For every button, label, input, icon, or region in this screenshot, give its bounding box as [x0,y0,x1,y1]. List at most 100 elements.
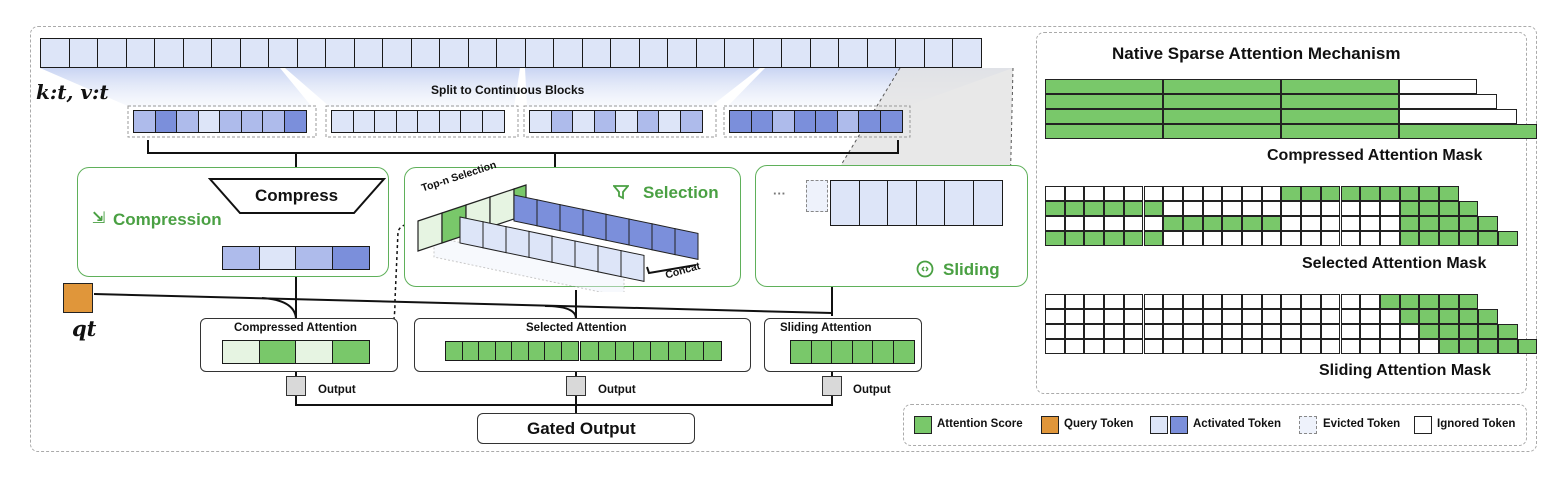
mask-sld-cell [1045,309,1065,324]
top-strip-cell [439,38,469,68]
mask-sel-cell [1143,216,1164,231]
mask-sld-cell [1360,339,1380,354]
mask-sld-cell [1143,294,1164,309]
mask-sld-cell [1163,324,1183,339]
top-strip-cell [952,38,982,68]
mask-sel-cell [1439,186,1459,201]
mask-sld-cell [1360,309,1380,324]
mask-sld-cell [1202,324,1223,339]
mask-sel-cell [1143,201,1164,216]
legend-activated-token-swatch-light [1150,416,1168,434]
mask-sld-cell [1478,324,1499,339]
mask-sld-cell [1182,324,1203,339]
top-strip-cell [866,38,897,68]
mask-sld-cell [1242,309,1262,324]
mask-sel-cell [1202,201,1223,216]
mask-sel-cell [1360,201,1380,216]
compressed-mask-block [1281,94,1399,109]
mask-panel-frame [1036,32,1527,394]
mask-sel-cell [1379,201,1400,216]
mask-sel-cell [1084,186,1105,201]
mask-sel-cell [1242,216,1262,231]
top-strip-cell [667,38,697,68]
mask-sld-cell [1340,339,1361,354]
mask-sld-cell [1123,324,1144,339]
output-square-1 [286,376,306,396]
mask-sel-cell [1439,231,1459,246]
mask-sld-cell [1340,294,1361,309]
mask-sel-cell [1399,186,1420,201]
sliding-window-icon [916,260,934,278]
mask-sel-cell [1182,231,1203,246]
mask-sel-cell [1419,201,1439,216]
blk3-cell [658,110,681,133]
sa-strip1-cell [560,341,579,361]
blk4-cell [815,110,838,133]
legend-ignored-token: Ignored Token [1437,418,1516,430]
mechanism-title: Native Sparse Attention Mechanism [1112,44,1401,63]
top-strip-cell [239,38,270,68]
mask-sel-cell [1360,216,1380,231]
mask-sel-cell [1301,201,1321,216]
mask-sel-cell [1399,216,1420,231]
fan-3 [525,68,760,107]
selected-block-cell [582,208,607,241]
compression-label: Compression [113,210,222,229]
compressed-mask-block [1045,79,1163,94]
top-strip-cell [68,38,99,68]
blk4-cell [793,110,817,133]
blk2-cell [417,110,440,133]
selected-block-cell [551,235,576,268]
fan-1 [40,68,312,107]
blk3-cell [529,110,552,133]
output-label-1: Output [318,384,356,396]
mask-sel-cell [1104,231,1124,246]
mask-sel-cell [1281,201,1302,216]
mask-sel-cell [1084,201,1105,216]
mask-sel-cell [1419,216,1439,231]
mask-sel-cell [1478,231,1499,246]
mask-sel-cell [1064,231,1085,246]
compressed-mask-block [1399,79,1477,94]
mask-sld-cell [1222,309,1242,324]
compressed-mask-block [1163,79,1281,94]
mask-sld-cell [1301,309,1321,324]
sliding-label: Sliding [943,260,1000,279]
mask-sel-cell [1045,231,1065,246]
cmp-out-cell [222,246,260,270]
sld-strip-cell [887,180,917,226]
compress-trapezoid [208,178,386,214]
cmp-out-cell [331,246,370,270]
selection-label: Selection [643,183,719,202]
blk3-cell [572,110,595,133]
mask-sld-cell [1458,339,1479,354]
top-strip-cell [182,38,213,68]
mask-sld-cell [1281,339,1302,354]
blk2-cell [438,110,462,133]
mask-sld-cell [1163,309,1183,324]
mask-sel-cell [1340,186,1361,201]
blk4-cell [750,110,774,133]
top-strip-cell [838,38,868,68]
mask-sld-cell [1242,324,1262,339]
blk3-cell [593,110,617,133]
sa-strip2-cell [615,341,634,361]
mask-sld-cell [1360,324,1380,339]
sld-strip-cell [858,180,889,226]
mask-sld-cell [1478,309,1499,324]
selected-block-cell [482,221,507,254]
kv-label: k:t, v:t [36,80,109,104]
mask-sld-cell [1163,339,1183,354]
split-label: Split to Continuous Blocks [431,83,585,97]
mask-sld-cell [1084,324,1105,339]
output-label-3: Output [853,384,891,396]
compress-arrows-icon: ⇲ [92,210,106,227]
mask-sel-cell [1064,201,1085,216]
mask-sld-cell [1104,294,1124,309]
sa-strip1-cell [445,341,463,361]
compressed-mask-block [1281,79,1399,94]
blk2-cell [331,110,354,133]
mask-sel-cell [1340,201,1361,216]
mask-sel-cell [1379,186,1400,201]
mask-sel-cell [1163,216,1183,231]
